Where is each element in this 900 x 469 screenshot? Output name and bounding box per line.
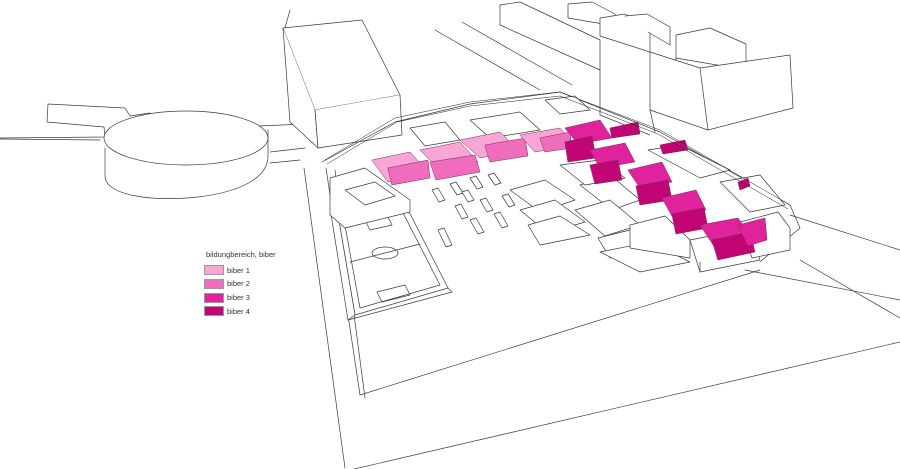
legend-label: biber 1 [227, 265, 250, 275]
roof-edge-hatch [324, 91, 791, 210]
legend-item-biber-1: biber 1 [204, 264, 364, 276]
programme-volumes [371, 119, 768, 261]
round-building [103, 110, 269, 199]
legend-swatch [204, 292, 224, 303]
legend-label: biber 4 [227, 306, 250, 316]
street-lines [0, 9, 900, 469]
context-buildings-back [499, 1, 794, 136]
legend-title: bildungbereich, biber [206, 250, 276, 259]
legend: bildungbereich, biber biber 1 biber 2 bi… [204, 250, 364, 319]
legend-label: biber 3 [227, 293, 250, 303]
yard-pavilions [431, 172, 516, 248]
legend-swatch [204, 265, 224, 275]
legend-swatch [204, 306, 224, 317]
legend-item-biber-4: biber 4 [204, 305, 364, 317]
legend-swatch [204, 278, 224, 289]
legend-item-biber-3: biber 3 [204, 292, 364, 304]
legend-label: biber 2 [227, 279, 250, 289]
legend-item-biber-2: biber 2 [204, 278, 364, 290]
slab-building [282, 19, 403, 149]
